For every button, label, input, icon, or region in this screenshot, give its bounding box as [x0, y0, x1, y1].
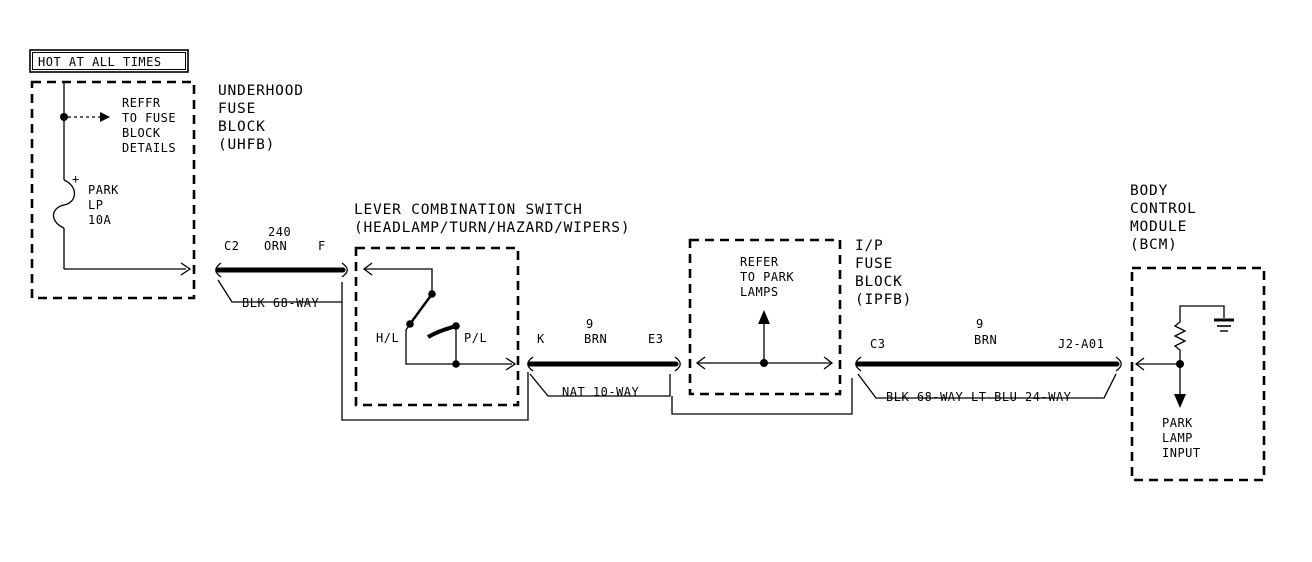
- switch-pos-pl: P/L: [464, 331, 487, 345]
- uhfb-name-0: UNDERHOOD: [218, 83, 304, 99]
- ipfb-name-2: BLOCK: [855, 274, 903, 290]
- park-lamps-up-arrow-icon: [758, 310, 770, 324]
- bcm-name-0: BODY: [1130, 183, 1168, 199]
- uhfb-refer-1: TO FUSE: [122, 111, 176, 125]
- switch-title: LEVER COMBINATION SWITCH: [354, 202, 583, 218]
- refer-arrow-icon: [100, 112, 110, 122]
- bcm-name-1: CONTROL: [1130, 201, 1197, 217]
- lever-combination-switch: LEVER COMBINATION SWITCH (HEADLAMP/TURN/…: [341, 202, 630, 421]
- fuse-label-1: LP: [88, 198, 103, 212]
- wire-240-orn: C2 240 ORN F BLK 68-WAY: [215, 225, 348, 310]
- park-lamp-input-arrow-icon: [1174, 394, 1186, 408]
- fuse-icon: [52, 179, 76, 229]
- wire2-connector: NAT 10-WAY: [562, 385, 640, 399]
- uhfb-name-1: FUSE: [218, 101, 256, 117]
- ipfb-right-arrow-icon: [823, 356, 834, 370]
- park-lamps-1: TO PARK: [740, 270, 794, 284]
- uhfb-refer-0: REFFR: [122, 96, 161, 110]
- switch-pos-hl: H/L: [376, 331, 399, 345]
- pullup-resistor-icon: [1173, 305, 1225, 364]
- ground-icon: [1214, 318, 1234, 332]
- fuse-label-2: 10A: [88, 213, 111, 227]
- fuse-plus: +: [72, 172, 80, 186]
- park-lamps-0: REFER: [740, 255, 779, 269]
- switch-subtitle: (HEADLAMP/TURN/HAZARD/WIPERS): [354, 220, 630, 236]
- connector-arrow-icon: [180, 262, 192, 276]
- hot-label-text: HOT AT ALL TIMES: [38, 55, 162, 69]
- ipfb-name-1: FUSE: [855, 256, 893, 272]
- wire2-left-pin: K: [537, 332, 545, 346]
- bcm-input-1: LAMP: [1162, 431, 1193, 445]
- uhfb-refer-2: BLOCK: [122, 126, 161, 140]
- uhfb-name-2: BLOCK: [218, 119, 266, 135]
- wire1-left-pin: C2: [224, 239, 239, 253]
- wire3-color: BRN: [974, 333, 997, 347]
- park-lamps-2: LAMPS: [740, 285, 779, 299]
- fuse-label-0: PARK: [88, 183, 119, 197]
- bcm-input-2: INPUT: [1162, 446, 1201, 460]
- wire1-color: ORN: [264, 239, 287, 253]
- wire1-right-pin: F: [318, 239, 326, 253]
- wire-9-brn-a: K 9 BRN E3 NAT 10-WAY: [527, 317, 853, 415]
- wire3-left-pin: C3: [870, 337, 885, 351]
- bcm-name: BODY CONTROL MODULE (BCM): [1130, 183, 1197, 253]
- wire2-color: BRN: [584, 332, 607, 346]
- uhfb-name-3: (UHFB): [218, 137, 275, 153]
- park-lamps-block: REFER TO PARK LAMPS: [688, 238, 842, 396]
- switch-blade-icon: [409, 293, 433, 325]
- wire1-connector: BLK 68-WAY: [242, 296, 320, 310]
- hot-at-all-times-label: HOT AT ALL TIMES: [29, 49, 189, 73]
- uhfb-block: + REFFR TO FUSE BLOCK DETAILS PARK LP 10…: [30, 80, 196, 300]
- bcm-input-0: PARK: [1162, 416, 1193, 430]
- wire3-connector: BLK 68-WAY LT BLU 24-WAY: [886, 390, 1072, 404]
- wire1-circuit: 240: [268, 225, 291, 239]
- bcm-block: PARK LAMP INPUT: [1130, 266, 1266, 482]
- uhfb-name: UNDERHOOD FUSE BLOCK (UHFB): [218, 83, 304, 153]
- switch-output-arrow-icon: [505, 357, 517, 371]
- wire3-right-pin: J2-A01: [1058, 337, 1104, 351]
- ipfb-name-0: I/P: [855, 238, 884, 254]
- ipfb-name: I/P FUSE BLOCK (IPFB): [855, 238, 912, 308]
- uhfb-refer-3: DETAILS: [122, 141, 176, 155]
- bcm-name-2: MODULE: [1130, 219, 1187, 235]
- wire3-circuit: 9: [976, 317, 984, 331]
- wire2-right-pin: E3: [648, 332, 663, 346]
- wire-9-brn-b: C3 9 BRN J2-A01 BLK 68-WAY LT BLU 24-WAY: [855, 317, 1122, 404]
- wire2-circuit: 9: [586, 317, 594, 331]
- bcm-name-3: (BCM): [1130, 237, 1178, 253]
- ipfb-name-3: (IPFB): [855, 292, 912, 308]
